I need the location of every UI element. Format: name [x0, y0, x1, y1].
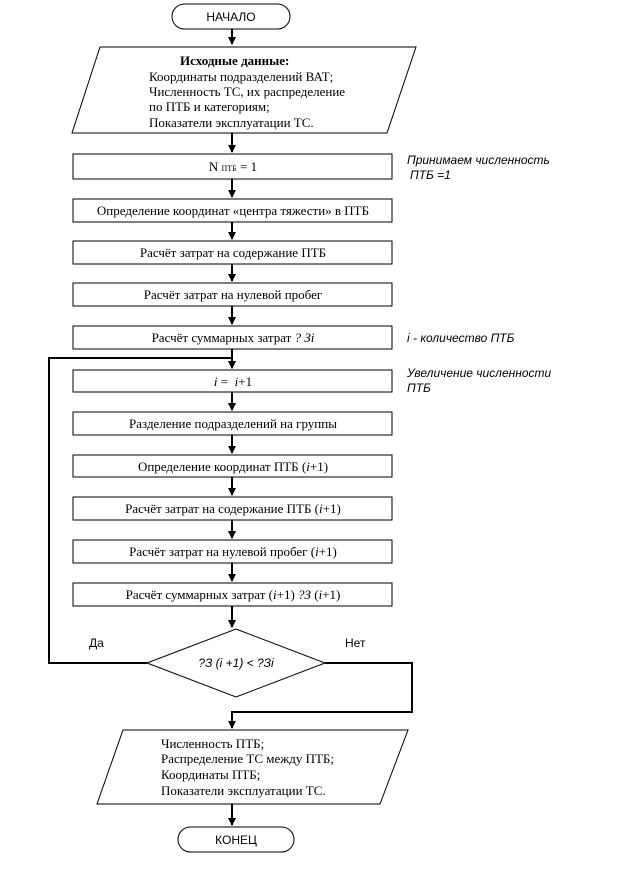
- step-total-label: Расчёт суммарных затрат ? Зi: [152, 330, 315, 345]
- step-maintenance-cost: Расчёт затрат на содержание ПТБ: [72, 240, 393, 265]
- start-label: НАЧАЛО: [206, 10, 255, 24]
- step-center-of-gravity: Определение координат «центра тяжести» в…: [72, 198, 393, 223]
- input-line: по ПТБ и категориям;: [149, 99, 270, 114]
- decision-no-label: Нет: [345, 636, 366, 650]
- step-split-label: Разделение подразделений на группы: [129, 416, 337, 431]
- loop-yes-line: [48, 357, 236, 664]
- note-increase-2: ПТБ: [407, 381, 431, 395]
- input-line: Координаты подразделений ВАТ;: [149, 69, 333, 84]
- step-zero-run-next: Расчёт затрат на нулевой пробег (i+1): [72, 539, 393, 564]
- note-initial-count-2: ПТБ =1: [410, 168, 451, 182]
- step-total-next: Расчёт суммарных затрат (i+1) ?З (i+1): [72, 582, 393, 607]
- step-zero-run-label: Расчёт затрат на нулевой пробег: [144, 287, 322, 302]
- output-line: Координаты ПТБ;: [161, 767, 260, 782]
- output-line: Показатели эксплуатации ТС.: [161, 783, 326, 798]
- step-coords-next: Определение координат ПТБ (i+1): [72, 454, 393, 478]
- note-initial-count: Принимаем численность: [407, 153, 550, 167]
- decision-diamond: ?З (i +1) < ?Зi: [145, 628, 327, 698]
- end-terminator: КОНЕЦ: [177, 826, 295, 853]
- step-zero-run-next-label: Расчёт затрат на нулевой пробег (i+1): [129, 544, 337, 559]
- note-increase: Увеличение численности: [406, 366, 551, 380]
- step-n-ptb: N ПТБ = 1: [72, 153, 393, 180]
- step-zero-run-cost: Расчёт затрат на нулевой пробег: [72, 282, 393, 307]
- step-center-label: Определение координат «центра тяжести» в…: [97, 203, 369, 218]
- step-maintenance-next-label: Расчёт затрат на содержание ПТБ (i+1): [125, 501, 341, 516]
- step-total-cost: Расчёт суммарных затрат ? Зi: [72, 325, 393, 350]
- step-maintenance-next: Расчёт затрат на содержание ПТБ (i+1): [72, 496, 393, 521]
- step-n-ptb-label: N ПТБ = 1: [209, 159, 257, 174]
- note-i-count: i - количество ПТБ: [407, 331, 515, 345]
- input-line: Численность ТС, их распределение: [149, 84, 345, 99]
- step-increment-label: i = i+1: [214, 374, 252, 389]
- start-terminator: НАЧАЛО: [171, 3, 291, 30]
- decision-yes-label: Да: [89, 636, 104, 650]
- step-coords-label: Определение координат ПТБ (i+1): [138, 459, 328, 474]
- output-line: Численность ПТБ;: [161, 736, 264, 751]
- step-total-next-label: Расчёт суммарных затрат (i+1) ?З (i+1): [126, 587, 341, 602]
- decision-condition: ?З (i +1) < ?Зi: [198, 656, 274, 670]
- input-title: Исходные данные:: [180, 53, 289, 68]
- step-maintenance-label: Расчёт затрат на содержание ПТБ: [140, 245, 326, 260]
- step-split-groups: Разделение подразделений на группы: [72, 411, 393, 436]
- step-increment: i = i+1: [72, 369, 393, 393]
- output-line: Распределение ТС между ПТБ;: [161, 751, 334, 766]
- input-data-block: Исходные данные: Координаты подразделени…: [71, 46, 417, 134]
- no-branch-line: [228, 662, 413, 729]
- input-line: Показатели эксплуатации ТС.: [149, 115, 314, 130]
- end-label: КОНЕЦ: [215, 833, 257, 847]
- connectors: [48, 29, 413, 826]
- output-data-block: Численность ПТБ; Распределение ТС между …: [96, 729, 409, 805]
